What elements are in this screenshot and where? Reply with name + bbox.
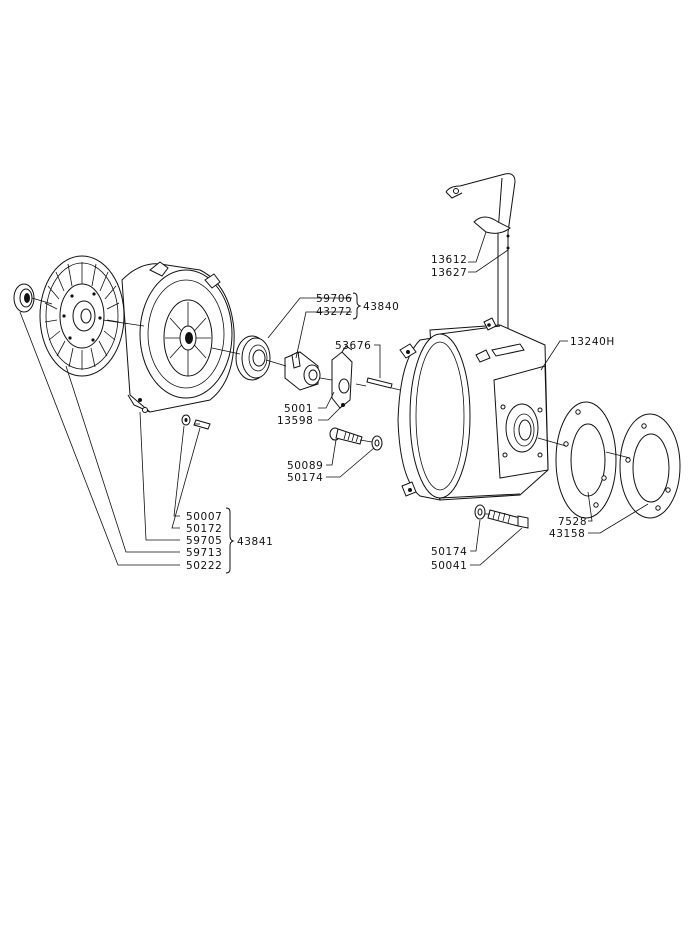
washer-50174-lower [474,504,486,520]
leader-lines [19,231,649,566]
label-13627: 13627 [431,267,467,279]
label-53676: 53676 [335,340,371,352]
label-13240h: 13240H [570,336,615,348]
group-braces [225,292,362,574]
label-13598: 13598 [277,415,313,427]
label-43841: 43841 [237,536,273,548]
label-50174-upper: 50174 [287,472,323,484]
gasket-43158 [619,413,681,519]
release-sleeve-43272 [284,351,321,391]
label-59713: 59713 [186,547,222,559]
label-59706: 59706 [316,293,352,305]
part-labels: 13612 13627 13240H 59706 43272 43840 536… [186,254,615,572]
label-50222: 50222 [186,560,222,572]
gearbox-housing-13240h [397,317,549,501]
seal-ring-50222 [13,283,35,313]
screw-50007 [181,414,211,430]
label-50174-lower: 50174 [431,546,467,558]
label-59705: 59705 [186,535,222,547]
washer-50174-upper [371,435,383,451]
label-50041: 50041 [431,560,467,572]
label-43158: 43158 [549,528,585,540]
bolt-50041 [487,509,529,529]
label-13612: 13612 [431,254,467,266]
clutch-disc-59713 [39,255,125,377]
release-fork-13598 [331,345,353,409]
pressure-plate-59705 [121,261,235,413]
label-5001: 5001 [284,403,313,415]
label-7528: 7528 [558,516,587,528]
label-50089: 50089 [287,460,323,472]
bolt-50089 [329,427,363,445]
assembly-axis-lines [31,297,631,515]
label-50172: 50172 [186,523,222,535]
label-50007: 50007 [186,511,222,523]
bearing-59706 [235,335,271,381]
label-43840: 43840 [363,301,399,313]
label-43272: 43272 [316,306,352,318]
pin-53676 [366,377,393,389]
gasket-7528 [555,401,617,519]
